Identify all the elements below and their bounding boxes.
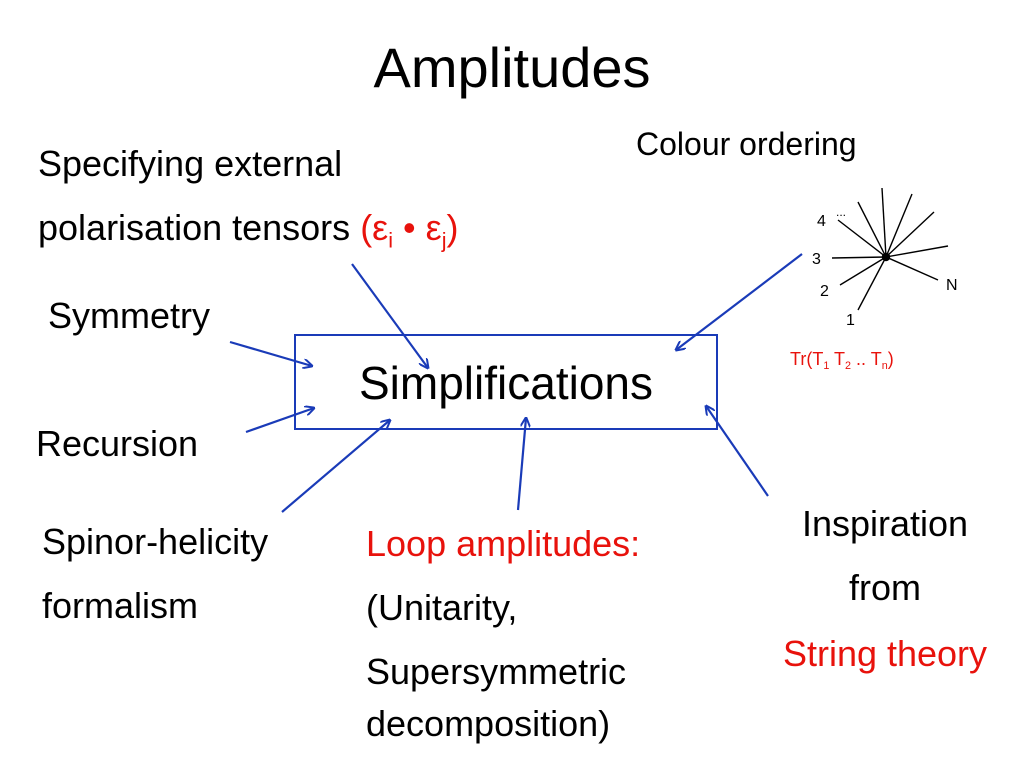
leg-4 xyxy=(837,219,887,258)
trace-t2: T xyxy=(829,349,845,369)
leg-8 xyxy=(885,211,935,258)
formula-sub-i: i xyxy=(388,227,394,253)
formula-open: (ε xyxy=(360,207,389,248)
diagram-label-1: 1 xyxy=(846,312,855,329)
colour-ordering-diagram xyxy=(831,187,949,311)
formula-sub-j: j xyxy=(441,227,447,253)
arrow-string xyxy=(706,406,769,497)
specifying-line2-text: polarisation tensors xyxy=(38,207,351,248)
loop-line3: Supersymmetric xyxy=(366,651,627,692)
diagram-label-n: N xyxy=(946,277,958,294)
leg-5 xyxy=(857,201,887,258)
recursion-label: Recursion xyxy=(36,423,199,464)
simplifications-label: Simplifications xyxy=(359,357,653,409)
leg-3 xyxy=(831,256,887,259)
inspiration-line2: from xyxy=(849,567,921,608)
diagram-labels: 4 ... 3 2 1 N xyxy=(812,205,958,329)
arrow-recursion xyxy=(245,408,314,434)
leg-7 xyxy=(885,193,913,258)
vertex-dot xyxy=(881,252,891,262)
arrow-colour-ordering xyxy=(676,253,803,350)
trace-dots: .. T xyxy=(851,349,882,369)
arrow-spinor xyxy=(281,420,390,513)
leg-2 xyxy=(839,256,887,286)
trace-sub-1: 1 xyxy=(823,359,830,372)
leg-n xyxy=(885,256,939,281)
simplifications-box xyxy=(294,334,718,430)
diagram-label-3: 3 xyxy=(812,251,821,268)
trace-sub-2: 2 xyxy=(845,359,852,372)
inspiration-line3: String theory xyxy=(782,633,988,674)
formula-dot: • ε xyxy=(393,207,442,248)
arrow-polarisation xyxy=(351,263,428,368)
arrow-symmetry xyxy=(229,340,312,366)
diagram-label-2: 2 xyxy=(820,283,829,300)
spinor-line1: Spinor-helicity xyxy=(42,521,269,562)
loop-line1: Loop amplitudes: xyxy=(366,523,641,564)
inspiration-line1: Inspiration xyxy=(801,503,969,544)
arrow-loop xyxy=(516,418,526,511)
symmetry-label: Symmetry xyxy=(48,295,210,336)
loop-line4: decomposition) xyxy=(366,703,611,744)
specifying-line2: polarisation tensors (εi • εj) xyxy=(38,207,459,251)
leg-6 xyxy=(881,187,887,258)
trace-formula: Tr(T1 T2 .. Tn) xyxy=(790,349,894,371)
polarisation-formula: (εi • εj) xyxy=(360,207,459,251)
slide-title: Amplitudes xyxy=(373,36,651,99)
leg-9 xyxy=(885,245,949,258)
trace-close: ) xyxy=(887,349,894,369)
colour-ordering-label: Colour ordering xyxy=(636,126,857,162)
spinor-line2: formalism xyxy=(42,585,199,626)
formula-close: ) xyxy=(446,207,459,248)
trace-sub-n: n xyxy=(881,359,888,372)
loop-line2: (Unitarity, xyxy=(366,587,518,628)
leg-1 xyxy=(857,256,887,311)
diagram-label-4: 4 xyxy=(817,213,826,230)
arrows xyxy=(229,253,803,513)
specifying-line1: Specifying external xyxy=(38,143,343,184)
diagram-label-dots: ... xyxy=(836,205,846,219)
trace-open: Tr(T xyxy=(790,349,824,369)
